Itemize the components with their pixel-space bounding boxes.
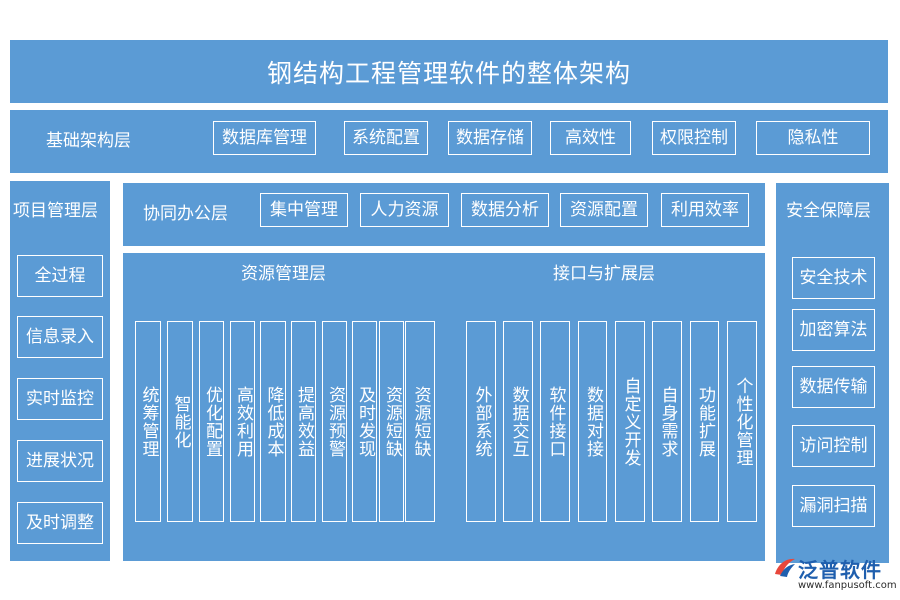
infrastructure-layer: 基础架构层 数据库管理 系统配置 数据存储 高效性 权限控制 隐私性 [10, 110, 888, 173]
interface-item: 数据对接 [578, 321, 607, 522]
project-item: 信息录入 [17, 316, 103, 358]
infrastructure-layer-label: 基础架构层 [46, 131, 131, 151]
office-item: 人力资源 [360, 193, 449, 227]
interface-item: 外部系统 [466, 321, 496, 522]
security-layer-label: 安全保障层 [786, 201, 871, 221]
project-item: 全过程 [17, 255, 103, 297]
project-management-label: 项目管理层 [13, 201, 98, 221]
infra-item: 隐私性 [756, 121, 870, 155]
resource-item: 资源预警 [322, 321, 347, 522]
resource-item: 智能化 [167, 321, 193, 522]
infra-item: 数据库管理 [213, 121, 316, 155]
resource-item: 优化配置 [199, 321, 224, 522]
watermark-url: www.fanpusoft.com [798, 580, 897, 591]
resource-item: 高效利用 [230, 321, 255, 522]
office-item: 资源配置 [560, 193, 648, 227]
interface-extension-label: 接口与扩展层 [553, 264, 655, 284]
fanpu-logo-icon [775, 558, 795, 577]
infra-item: 权限控制 [652, 121, 736, 155]
infra-item: 系统配置 [344, 121, 428, 155]
office-item: 利用效率 [661, 193, 749, 227]
resource-item: 资源短缺 [405, 321, 435, 522]
infra-item: 高效性 [550, 121, 631, 155]
resource-item: 提高效益 [291, 321, 316, 522]
office-item: 数据分析 [461, 193, 549, 227]
infra-item: 数据存储 [448, 121, 532, 155]
security-item: 加密算法 [792, 309, 875, 351]
interface-item: 自定义开发 [615, 321, 645, 522]
interface-extension-layer: 接口与扩展层 外部系统 数据交互 软件接口 数据对接 自定义开发 自身需求 功能… [455, 253, 765, 561]
security-item: 漏洞扫描 [792, 485, 875, 527]
office-item: 集中管理 [260, 193, 348, 227]
interface-item: 个性化管理 [727, 321, 757, 522]
project-management-layer: 项目管理层 全过程 信息录入 实时监控 进展状况 及时调整 [10, 181, 110, 561]
project-item: 进展状况 [17, 440, 103, 482]
watermark: 泛普软件 www.fanpusoft.com [766, 552, 897, 598]
collaborative-office-layer: 协同办公层 集中管理 人力资源 数据分析 资源配置 利用效率 [123, 183, 765, 246]
resource-item: 降低成本 [260, 321, 286, 522]
resource-management-label: 资源管理层 [241, 264, 326, 284]
watermark-brand: 泛普软件 [798, 558, 882, 582]
interface-item: 功能扩展 [690, 321, 719, 522]
resource-item: 及时发现 [352, 321, 377, 522]
resource-item: 统筹管理 [135, 321, 161, 522]
resource-management-layer: 资源管理层 统筹管理 智能化 优化配置 高效利用 降低成本 提高效益 资源预警 … [123, 253, 455, 561]
interface-item: 数据交互 [503, 321, 533, 522]
security-layer: 安全保障层 安全技术 加密算法 数据传输 访问控制 漏洞扫描 [776, 183, 889, 563]
interface-item: 自身需求 [652, 321, 682, 522]
diagram-title: 钢结构工程管理软件的整体架构 [266, 58, 631, 88]
collaborative-office-label: 协同办公层 [143, 204, 228, 224]
project-item: 实时监控 [17, 378, 103, 420]
project-item: 及时调整 [17, 502, 103, 544]
interface-item: 软件接口 [540, 321, 570, 522]
security-item: 数据传输 [792, 366, 875, 408]
security-item: 访问控制 [792, 425, 875, 467]
resource-item: 资源短缺 [379, 321, 404, 522]
security-item: 安全技术 [792, 257, 875, 299]
diagram-title-bar: 钢结构工程管理软件的整体架构 [10, 40, 888, 103]
